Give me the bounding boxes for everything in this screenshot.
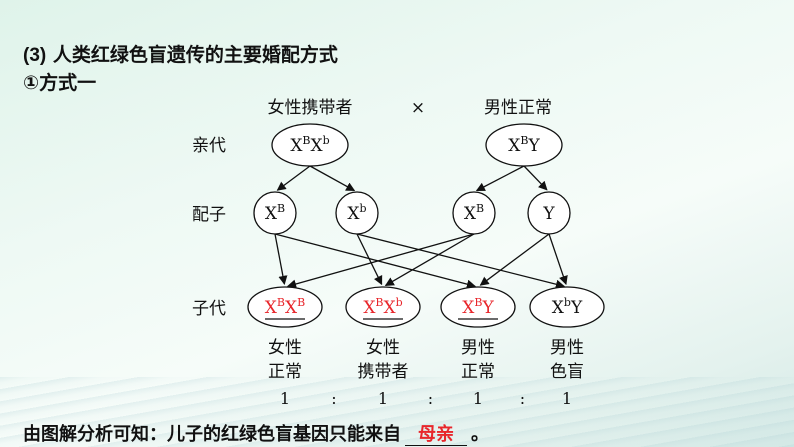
parent-mother-genotype: XB​Xb​	[290, 134, 329, 156]
method-label: ①方式一	[23, 72, 97, 94]
ratio-value-1: 1	[280, 389, 290, 408]
male-normal-label: 男性正常	[484, 98, 552, 118]
gamete-g4-node	[527, 191, 571, 235]
gamete-g3-node	[452, 191, 496, 235]
gamete-g2-node	[335, 191, 379, 235]
offspring-o4-genotype: Xb​Y	[552, 296, 583, 318]
offspring-o1-node	[247, 286, 323, 328]
row-label-gametes: 配子	[192, 205, 226, 225]
section-title: (3) 人类红绿色盲遗传的主要婚配方式	[23, 40, 338, 67]
conclusion-sentence: 由图解分析可知：儿子的红绿色盲基因只能来自母亲。	[23, 420, 489, 446]
arrow-father-g3	[475, 165, 525, 192]
arrow-g3-o1	[287, 233, 475, 289]
arrow-g4-o4	[548, 233, 568, 286]
offspring-o2-genotype: XB​Xb​	[363, 296, 402, 318]
arrow-g2-o4	[356, 233, 565, 289]
phenotype-o3-sex: 男性	[461, 338, 495, 358]
ratio-value-2: 1	[378, 389, 388, 408]
ratio-separator-1: :	[331, 389, 336, 408]
offspring-o2-node	[345, 286, 421, 328]
cross-symbol: ×	[411, 98, 425, 118]
row-label-parents: 亲代	[192, 136, 226, 156]
phenotype-o2-sex: 女性	[366, 338, 400, 358]
ratio-separator-2: :	[428, 389, 433, 408]
arrow-g1-o1	[274, 233, 288, 285]
row-label-offspring: 子代	[192, 299, 226, 319]
arrow-mother-g1	[276, 165, 311, 191]
gamete-g2-genotype: Xb​	[347, 202, 366, 224]
ratio-separator-3: :	[520, 389, 525, 408]
offspring-o1-genotype: XB​XB​	[265, 296, 305, 318]
section-title-text: 人类红绿色盲遗传的主要婚配方式	[52, 44, 338, 66]
ratio-value-4: 1	[562, 389, 572, 408]
arrow-g3-o2	[384, 233, 475, 287]
phenotype-o3-status: 正常	[461, 362, 495, 382]
offspring-o3-genotype: XB​Y	[462, 296, 494, 318]
phenotype-o4-sex: 男性	[550, 338, 584, 358]
gamete-g4-genotype: Y	[542, 204, 555, 224]
arrow-g1-o3	[274, 233, 476, 289]
gamete-g3-genotype: XB​	[464, 202, 484, 224]
gamete-g1-node	[253, 191, 297, 235]
conclusion-suffix: 。	[471, 424, 489, 445]
phenotype-o1-status: 正常	[268, 362, 302, 382]
conclusion-answer-blank: 母亲	[405, 425, 467, 446]
conclusion-prefix: 由图解分析可知：儿子的红绿色盲基因只能来自	[23, 424, 401, 445]
offspring-o4-node	[529, 286, 605, 328]
arrow-g4-o3	[479, 233, 550, 286]
offspring-o3-node	[440, 286, 516, 328]
gamete-g1-genotype: XB​	[265, 202, 285, 224]
parent-mother-node	[271, 123, 349, 167]
section-number: (3)	[23, 45, 47, 66]
phenotype-o1-sex: 女性	[268, 338, 302, 358]
female-carrier-label: 女性携带者	[268, 98, 353, 118]
arrow-mother-g2	[309, 165, 356, 192]
parent-father-genotype: XB​Y	[508, 134, 540, 156]
phenotype-o2-status: 携带者	[358, 362, 409, 382]
arrow-father-g4	[523, 165, 548, 191]
phenotype-o4-status: 色盲	[550, 362, 584, 382]
parent-father-node	[485, 123, 563, 167]
ratio-value-3: 1	[473, 389, 483, 408]
arrow-g2-o2	[356, 233, 383, 286]
